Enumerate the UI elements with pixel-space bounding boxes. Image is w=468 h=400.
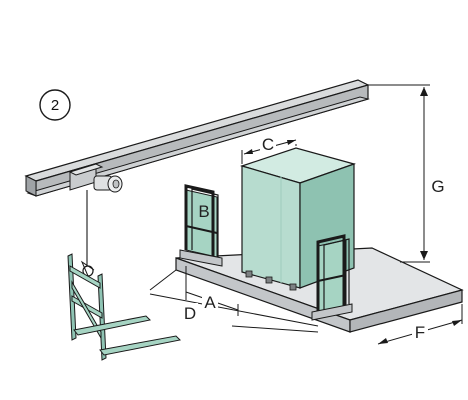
label-g: G — [431, 177, 444, 196]
trolley-body-top — [68, 163, 104, 176]
dim-d-line — [149, 293, 319, 327]
hoist-trolley — [68, 163, 123, 277]
right-frame-foot — [311, 303, 353, 321]
dim-d-ext-left — [149, 269, 177, 291]
hoist-drum-cap — [112, 179, 120, 189]
left-frame-inner — [191, 188, 219, 258]
label-d-bg — [182, 303, 198, 321]
platform-right-face — [349, 289, 463, 333]
right-support-frame — [311, 234, 353, 321]
arrow-f-right — [452, 320, 462, 326]
label-a: A — [204, 293, 216, 312]
hook-attachment-line — [80, 260, 95, 277]
fork-diagonal-brace — [71, 280, 102, 340]
beam-end-face — [25, 175, 37, 197]
label-f: F — [415, 323, 425, 342]
arrow-c-right — [287, 140, 296, 145]
arrow-g-bottom — [420, 251, 428, 260]
cabinet-foot — [245, 270, 253, 278]
cabinet-foot — [265, 276, 273, 284]
step-number: 2 — [51, 97, 59, 114]
step-number-circle — [39, 89, 71, 121]
left-frame-outer — [184, 184, 215, 256]
fork-tine-upper — [73, 315, 152, 336]
label-f-bg — [412, 322, 428, 340]
right-frame-rail — [317, 274, 347, 282]
arrow-c-left — [244, 149, 253, 154]
step-number-badge: 2 — [39, 89, 71, 121]
arrow-f-left — [378, 338, 388, 344]
dimension-labels: C B G A D F — [182, 134, 445, 342]
label-d: D — [184, 304, 196, 323]
dim-d-line-lower — [231, 325, 319, 333]
dimension-arrowheads — [244, 87, 462, 344]
cabinet-foot — [289, 283, 297, 291]
overhead-crane-beam — [24, 79, 370, 197]
left-frame-foot — [179, 249, 223, 267]
label-c-bg — [260, 134, 276, 152]
left-support-frame — [179, 184, 223, 267]
left-frame-rail-1 — [185, 225, 218, 234]
label-b: B — [198, 202, 209, 221]
fork-tine-lower — [99, 335, 182, 356]
label-a-bg — [202, 292, 218, 310]
cabinet-front-face — [241, 165, 301, 289]
fork-crossbar-top — [69, 265, 101, 289]
right-frame-outer — [316, 234, 346, 314]
lifting-fork — [67, 253, 182, 361]
label-c: C — [262, 135, 274, 154]
arrow-g-top — [420, 87, 428, 96]
